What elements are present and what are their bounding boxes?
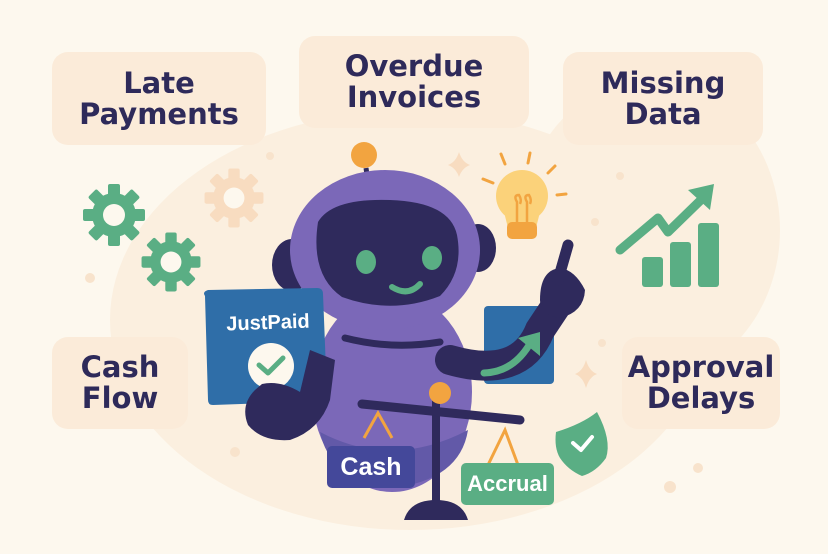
cash-flow-line2: Flow — [81, 381, 159, 415]
cash-flow-card: Cash Flow — [52, 337, 188, 429]
cash-tag: Cash — [327, 446, 415, 488]
overdue-invoices-line1: Overdue — [344, 49, 484, 83]
late-payments-card: Late Payments — [52, 52, 266, 145]
lightbulb-icon — [481, 151, 568, 239]
overdue-invoices-line2: Invoices — [346, 80, 482, 114]
gear-icon — [141, 232, 201, 292]
approval-delays-line2: Delays — [646, 381, 756, 415]
gear-icon — [83, 184, 145, 246]
missing-data-card: Missing Data — [563, 52, 763, 145]
sparkle-icon — [575, 360, 597, 388]
growth-chart-icon — [615, 184, 719, 287]
accrual-tag: Accrual — [461, 463, 554, 505]
gear-icon — [204, 168, 264, 228]
overdue-invoices-card: Overdue Invoices — [299, 36, 529, 128]
robot-mascot — [204, 142, 585, 520]
shield-check-icon — [555, 412, 608, 476]
missing-data-line1: Missing — [600, 65, 726, 100]
approval-delays-card: Approval Delays — [622, 337, 780, 429]
late-payments-line2: Payments — [79, 96, 239, 131]
approval-delays-line1: Approval — [627, 350, 775, 384]
sparkle-icon — [448, 152, 470, 177]
justpaid-brand-text: JustPaid — [225, 310, 311, 336]
cash-flow-line1: Cash — [80, 350, 160, 384]
late-payments-line1: Late — [123, 65, 195, 100]
justpaid-card — [204, 288, 327, 405]
missing-data-line2: Data — [624, 96, 702, 131]
